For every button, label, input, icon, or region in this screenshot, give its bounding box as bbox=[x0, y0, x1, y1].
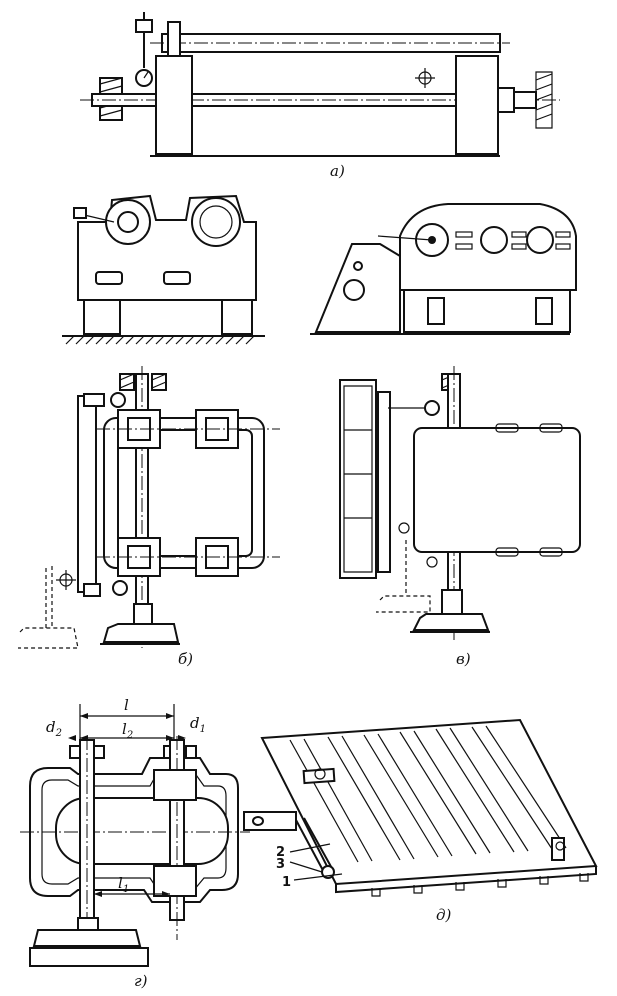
dim-l2: l2 bbox=[122, 720, 133, 741]
panel-g-label: г) bbox=[134, 972, 148, 990]
gearbox-side-view bbox=[310, 203, 577, 335]
panel-b-drawing: б) bbox=[18, 366, 280, 668]
panel-a-label: а) bbox=[330, 162, 345, 180]
panel-a-drawing: а) bbox=[80, 12, 560, 180]
dim-d2: d2 bbox=[46, 718, 62, 739]
dim-l1: l1 bbox=[118, 874, 129, 895]
gearbox-front-view bbox=[62, 194, 265, 345]
dim-l: l bbox=[124, 696, 129, 714]
panel-d-label: д) bbox=[436, 906, 452, 924]
panel-g-drawing: l l2 d2 d1 l1 г) bbox=[20, 696, 250, 990]
callout-2: 2 bbox=[276, 845, 285, 860]
panel-v-drawing: в) bbox=[339, 366, 581, 668]
panel-v-label: в) bbox=[456, 650, 471, 668]
panel-b-label: б) bbox=[178, 650, 193, 668]
callout-1: 1 bbox=[282, 875, 291, 890]
callout-3: 3 bbox=[276, 857, 285, 872]
dim-d1: d1 bbox=[190, 714, 206, 735]
panel-d-drawing: 2 3 1 д) bbox=[243, 718, 598, 924]
